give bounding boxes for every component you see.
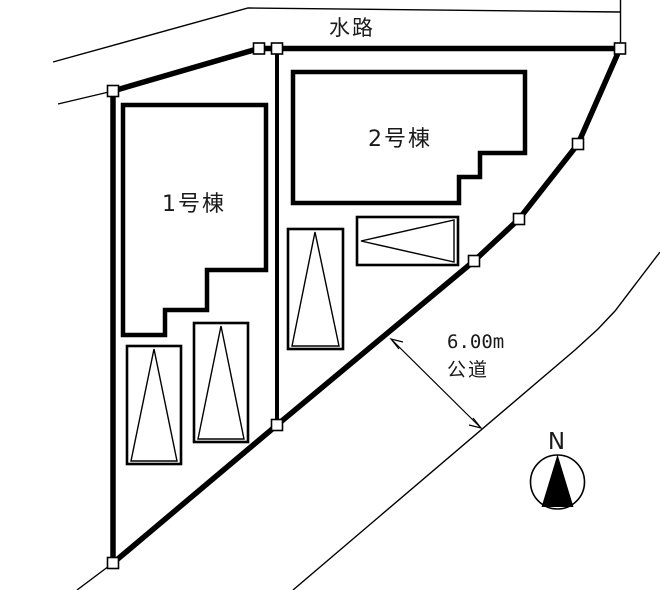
parking-space-4-triangle: [360, 219, 455, 263]
boundary-marker: [106, 556, 120, 570]
boundary-marker: [512, 212, 526, 226]
boundary-marker: [467, 254, 481, 268]
parking-space-4: [355, 215, 460, 267]
building-2-label: 2号棟: [368, 127, 432, 152]
parking-space-4-rect: [355, 215, 460, 267]
road-width-dimension-arrow: [389, 337, 483, 430]
compass-north-label: N: [548, 429, 567, 455]
boundary-marker: [571, 137, 585, 151]
dimension-arrowhead-start: [389, 337, 404, 350]
parking-space-3-triangle: [291, 231, 340, 347]
road-width-label: 6.00m: [447, 331, 504, 353]
dimension-arrowhead-end: [468, 417, 483, 430]
compass: N: [529, 429, 586, 510]
building-2-outline: [290, 69, 528, 206]
boundary-marker: [252, 42, 266, 55]
parking-space-1-triangle: [130, 348, 178, 462]
compass-north-needle-icon: [541, 454, 574, 507]
boundary-marker: [613, 42, 627, 55]
parking-space-3-rect: [286, 227, 345, 351]
road-type-label: 公道: [447, 359, 489, 381]
boundary-markers: [106, 42, 627, 570]
parking-space-2: [192, 321, 250, 444]
road-far-edge-line: [292, 251, 660, 590]
parking-space-2-rect: [192, 321, 250, 444]
dimension-line: [390, 338, 482, 429]
boundary-marker: [106, 84, 120, 98]
building-1-label: 1号棟: [162, 192, 226, 217]
parking-space-1: [125, 344, 183, 466]
boundary-marker: [270, 42, 284, 55]
parking-space-2-triangle: [197, 325, 245, 440]
waterway-far-edge-line: [52, 7, 621, 63]
building-1-outline: [120, 102, 269, 338]
parking-space-1-rect: [125, 344, 183, 466]
parking-space-3: [286, 227, 345, 351]
boundary-marker: [270, 418, 284, 432]
waterway-near-edge-extension-line: [57, 90, 114, 105]
waterway-label: 水路: [329, 16, 375, 40]
